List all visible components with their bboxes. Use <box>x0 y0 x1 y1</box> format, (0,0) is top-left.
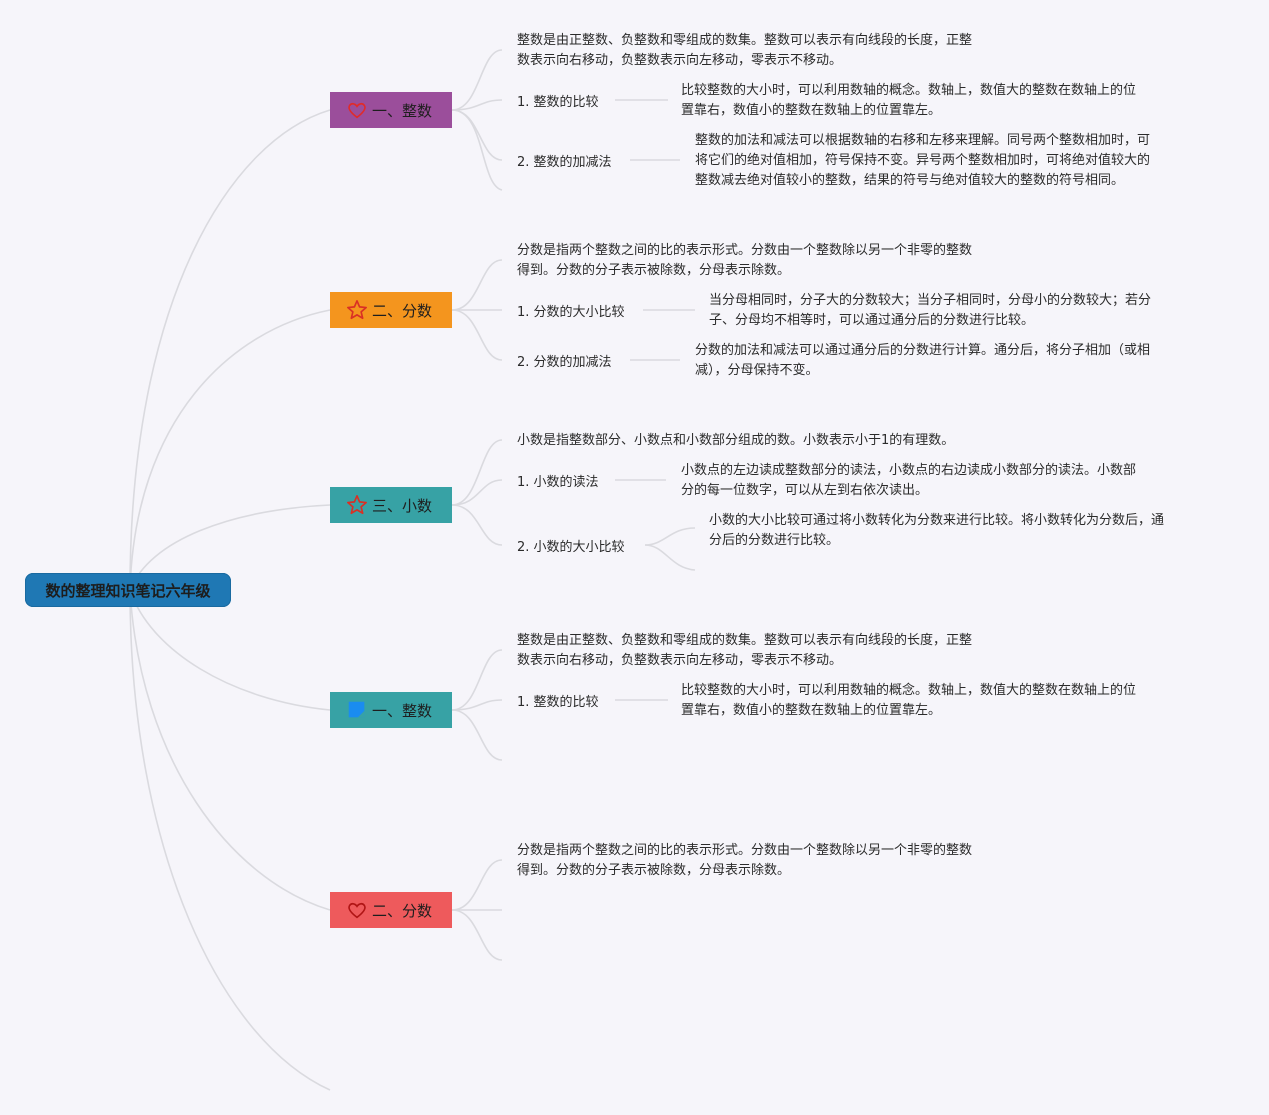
subtopic-detail: 比较整数的大小时，可以利用数轴的概念。数轴上，数值大的整数在数轴上的位置靠右，数… <box>681 83 1137 118</box>
subtopic-integer-add-subtract[interactable]: 2. 整数的加减法 <box>517 155 612 170</box>
branch-integers-2[interactable]: 一、整数 <box>330 692 452 728</box>
subtopic-detail: 比较整数的大小时，可以利用数轴的概念。数轴上，数值大的整数在数轴上的位置靠右，数… <box>681 683 1137 718</box>
branch-description: 小数是指整数部分、小数点和小数部分组成的数。小数表示小于1的有理数。 <box>517 433 955 448</box>
subtopic-fraction-add-subtract[interactable]: 2. 分数的加减法 <box>517 355 612 370</box>
branch-decimals[interactable]: 三、小数 <box>330 487 452 523</box>
subtopic-detail: 分数的加法和减法可以通过通分后的分数进行计算。通分后，将分子相加（或相减），分母… <box>695 343 1151 378</box>
branch-fractions[interactable]: 二、分数 <box>330 292 452 328</box>
branch-label: 一、整数 <box>372 101 433 120</box>
root-label: 数的整理知识笔记六年级 <box>45 581 211 600</box>
star-outline-icon <box>346 494 368 516</box>
subtopic-detail: 小数点的左边读成整数部分的读法，小数点的右边读成小数部分的读法。小数部分的每一位… <box>681 463 1137 498</box>
subtopic-detail: 整数的加法和减法可以根据数轴的右移和左移来理解。同号两个整数相加时，可将它们的绝… <box>695 133 1151 188</box>
subtopic-fraction-comparison[interactable]: 1. 分数的大小比较 <box>517 305 625 320</box>
subtopic-detail: 小数的大小比较可通过将小数转化为分数来进行比较。将小数转化为分数后，通分后的分数… <box>709 513 1165 548</box>
subtopic-detail: 当分母相同时，分子大的分数较大；当分子相同时，分母小的分数较大；若分子、分母均不… <box>709 293 1152 328</box>
subtopic-integer-comparison[interactable]: 1. 整数的比较 <box>517 695 599 710</box>
branch-description: 分数是指两个整数之间的比的表示形式。分数由一个整数除以另一个非零的整数得到。分数… <box>517 243 973 278</box>
branch-label: 二、分数 <box>372 901 433 920</box>
blue-square-icon <box>346 699 368 721</box>
branch-label: 一、整数 <box>372 701 433 720</box>
branch-fractions-2[interactable]: 二、分数 <box>330 892 452 928</box>
root-node[interactable]: 数的整理知识笔记六年级 <box>25 573 231 607</box>
branch-label: 二、分数 <box>372 301 433 320</box>
heart-outline-icon <box>346 899 368 921</box>
branch-description: 整数是由正整数、负整数和零组成的数集。整数可以表示有向线段的长度，正整数表示向右… <box>517 633 973 668</box>
subtopic-decimal-comparison[interactable]: 2. 小数的大小比较 <box>517 540 625 555</box>
branch-description: 分数是指两个整数之间的比的表示形式。分数由一个整数除以另一个非零的整数得到。分数… <box>517 843 973 878</box>
branch-integers[interactable]: 一、整数 <box>330 92 452 128</box>
branch-description: 整数是由正整数、负整数和零组成的数集。整数可以表示有向线段的长度，正整数表示向右… <box>517 33 973 68</box>
branch-label: 三、小数 <box>372 496 433 515</box>
subtopic-integer-comparison[interactable]: 1. 整数的比较 <box>517 95 599 110</box>
star-outline-icon <box>346 299 368 321</box>
heart-outline-icon <box>346 99 368 121</box>
subtopic-decimal-reading[interactable]: 1. 小数的读法 <box>517 475 599 490</box>
